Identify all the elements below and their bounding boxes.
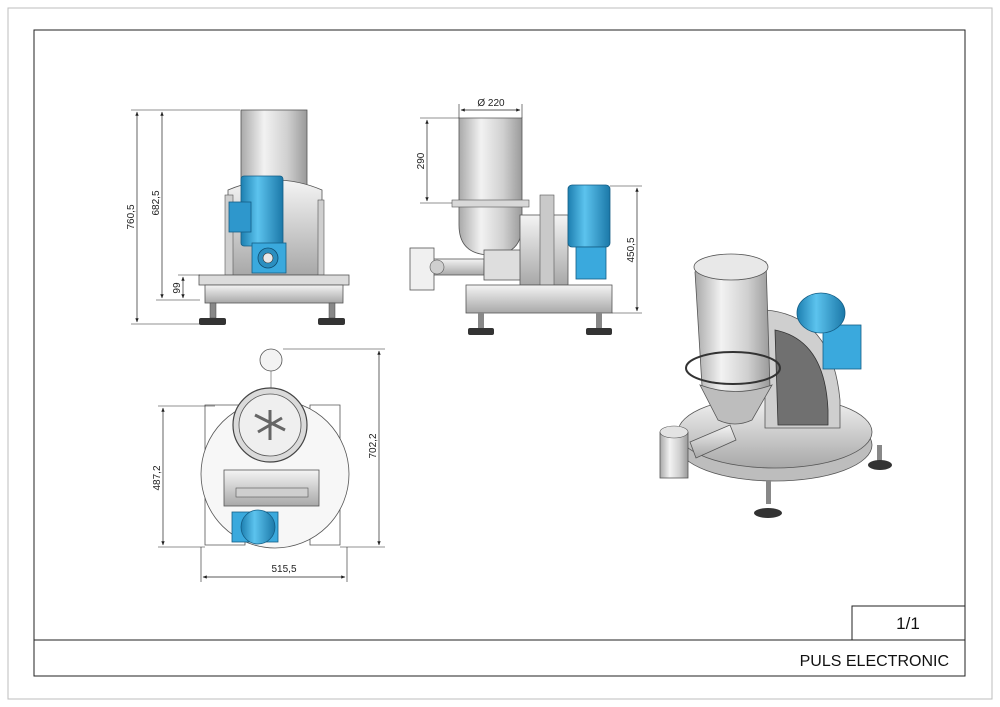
dim-487: 487,2 (152, 465, 163, 490)
top-view (200, 348, 350, 549)
top-agitator (254, 410, 286, 440)
iso-hopper-cone (699, 384, 773, 425)
front-side-wall-right (317, 199, 325, 276)
side-base (465, 284, 613, 314)
front-outlet-bore (262, 252, 274, 264)
side-motor (567, 184, 611, 248)
side-pipe-end (429, 259, 445, 275)
iso-outlet-top (659, 425, 689, 439)
front-motor-box (228, 201, 252, 233)
dim-702: 702,2 (368, 433, 379, 458)
side-dimensions: Ø 220 290 450,5 (416, 98, 642, 314)
dim-515: 515,5 (271, 564, 296, 575)
side-hopper-collar (451, 199, 530, 208)
front-dimensions: 760,5 682,5 99 (126, 109, 240, 325)
top-pipe (259, 348, 283, 372)
front-foot-right-pad (318, 318, 345, 325)
dim-220: Ø 220 (477, 98, 505, 109)
side-gearbox (575, 246, 607, 280)
front-view (198, 109, 350, 325)
dim-290: 290 (416, 152, 427, 169)
front-base-plate (198, 274, 350, 286)
side-foot-right-pad (586, 328, 612, 335)
iso-motor (796, 292, 846, 334)
dim-682: 682,5 (151, 190, 162, 215)
iso-hopper-ring (685, 351, 781, 385)
company-name: PULS ELECTRONIC (800, 653, 949, 670)
top-drive-wall (235, 487, 309, 498)
side-drive-wall (539, 194, 555, 286)
iso-motor-box (822, 324, 862, 370)
iso-outlet (659, 431, 689, 479)
dim-760: 760,5 (126, 204, 137, 229)
iso-hopper-rim (693, 253, 769, 281)
outer-frame (7, 7, 993, 700)
side-feeder-body (483, 249, 525, 281)
side-foot-left (478, 313, 484, 328)
front-foot-left-pad (199, 318, 226, 325)
sheet-number-box (851, 605, 966, 641)
side-hopper (458, 117, 523, 256)
front-foot-left (209, 302, 217, 319)
drawing-frame (33, 29, 966, 677)
sheet-number: 1/1 (896, 614, 920, 633)
top-motor (240, 509, 276, 545)
top-dimensions: 487,2 702,2 515,5 (152, 348, 385, 582)
iso-foot-right-pad (868, 460, 892, 470)
side-foot-right (596, 313, 602, 328)
dim-450: 450,5 (626, 237, 637, 262)
iso-view (659, 253, 892, 518)
iso-foot-right (877, 445, 882, 463)
iso-pipe (689, 424, 737, 459)
front-base (204, 284, 344, 304)
side-foot-left-pad (468, 328, 494, 335)
iso-foot-front-pad (754, 508, 782, 518)
iso-foot-front (766, 480, 771, 504)
dim-99: 99 (172, 282, 183, 294)
side-view (409, 117, 613, 335)
iso-drive-wheel (774, 329, 829, 426)
front-foot-right (328, 302, 336, 319)
